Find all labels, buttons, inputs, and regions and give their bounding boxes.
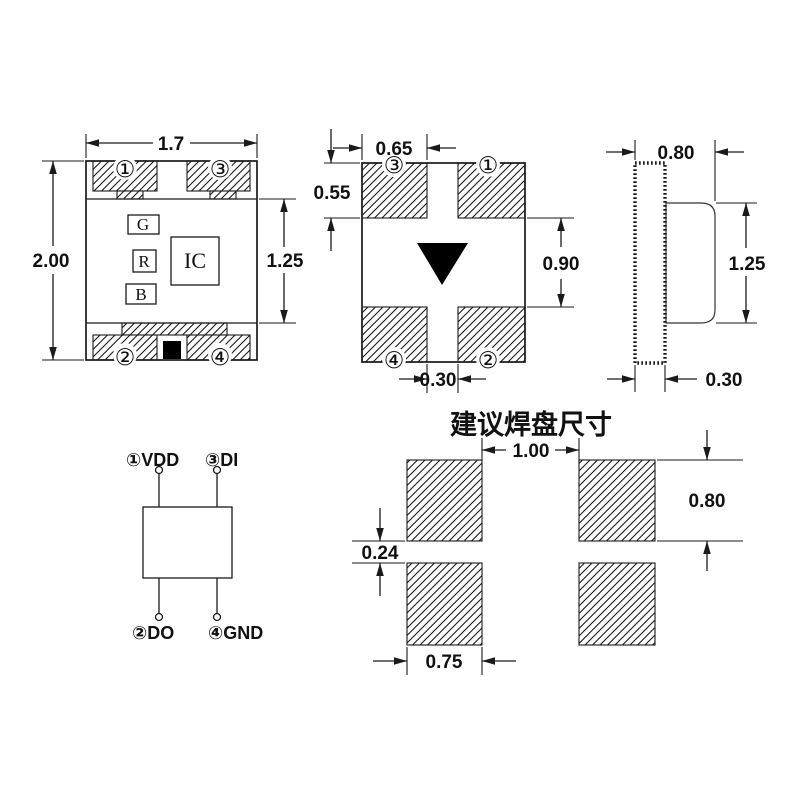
land-pad-tl <box>406 459 483 542</box>
dim-label: 0.80 <box>658 143 695 164</box>
die-blue <box>125 283 157 305</box>
dim-lens-height: 1.25 <box>716 202 766 324</box>
dim-pad-gap-vertical: 0.24 <box>352 508 405 596</box>
terminal <box>154 612 164 622</box>
notch <box>382 347 406 371</box>
die-ic <box>170 236 220 286</box>
pin-label-di: ③DI <box>205 450 238 470</box>
dim-label: 0.30 <box>420 370 457 391</box>
dim-label: 2.00 <box>33 251 70 272</box>
top-view-bottom-band <box>121 322 228 336</box>
bottom-view: ③ ① ④ ② 0.65 0.55 0.90 <box>314 129 580 393</box>
land-pad-br <box>578 562 656 646</box>
pinout-body <box>142 506 233 579</box>
dim-label: 0.65 <box>376 139 413 160</box>
pin-number-3: ③ <box>210 157 231 183</box>
die-green <box>127 214 160 235</box>
pin-number-2: ② <box>115 345 136 371</box>
dim-pad-gap-horizontal: 1.00 <box>481 438 580 462</box>
dim-label: 1.25 <box>729 254 766 275</box>
dim-label: 0.80 <box>689 491 726 512</box>
dim-land-pad-width: 0.75 <box>373 647 516 675</box>
dim-label: 0.30 <box>706 370 743 391</box>
dim-body-height: 1.25 <box>259 198 304 324</box>
dim-total-thickness: 0.80 <box>606 140 744 201</box>
dim-label: 0.55 <box>314 183 351 204</box>
die-red-label: R <box>138 252 150 271</box>
terminal <box>212 465 222 475</box>
notch <box>208 343 232 367</box>
dim-label: 1.25 <box>267 251 304 272</box>
top-view-pad1-tab <box>116 190 144 200</box>
pin-number-1: ① <box>115 157 136 183</box>
recommended-pad-layout: 建议焊盘尺寸 1.00 0.80 0.24 <box>352 409 743 675</box>
dim-pad-width: 0.65 <box>333 134 456 160</box>
terminal <box>212 612 222 622</box>
die-ic-label: IC <box>184 248 206 273</box>
land-pad-bl <box>406 562 483 646</box>
dim-overall-height: 2.00 <box>33 160 84 361</box>
dim-label: 0.90 <box>543 254 580 275</box>
land-pad-tr <box>578 459 656 542</box>
pin-number-1: ① <box>478 153 499 179</box>
notch <box>476 153 500 177</box>
dim-label: 1.7 <box>158 134 184 155</box>
pad-layout-title: 建议焊盘尺寸 <box>450 409 612 440</box>
dim-base-thickness: 0.30 <box>607 365 742 392</box>
pin-label-gnd: ④GND <box>208 623 263 643</box>
pin-number-4: ④ <box>210 345 231 371</box>
pin-number-4: ④ <box>384 348 405 374</box>
top-view-outline <box>85 160 258 361</box>
side-view: 0.80 1.25 0.30 <box>606 140 766 392</box>
lens-body <box>665 202 716 324</box>
dim-label: 1.00 <box>513 441 550 462</box>
dim-center-gap-width: 0.30 <box>399 364 486 393</box>
dim-label: 0.75 <box>426 652 463 673</box>
dim-overall-width: 1.7 <box>85 134 258 158</box>
substrate-slab <box>633 161 667 365</box>
dim-center-gap-height: 0.90 <box>527 217 580 308</box>
die-green-label: G <box>137 215 149 234</box>
notch <box>113 156 137 180</box>
notch <box>382 153 406 177</box>
pin-number-2: ② <box>478 348 499 374</box>
terminal <box>154 465 164 475</box>
pin-label-do: ②DO <box>132 623 174 643</box>
notch <box>113 343 137 367</box>
top-view-pad3-tab <box>209 190 237 200</box>
pin-label-vdd: ①VDD <box>126 450 179 470</box>
orientation-triangle <box>417 243 468 285</box>
bottom-view-outline <box>361 162 526 363</box>
dim-land-pad-height: 0.80 <box>657 430 743 571</box>
die-red <box>132 249 157 273</box>
pin-number-3: ③ <box>384 153 405 179</box>
pinout-diagram: ①VDD ③DI ②DO ④GND <box>126 450 263 643</box>
polarity-mark <box>163 341 181 359</box>
notch <box>208 156 232 180</box>
notch <box>476 347 500 371</box>
die-blue-label: B <box>135 285 146 304</box>
dim-pad-height: 0.55 <box>314 129 360 251</box>
dim-label: 0.24 <box>362 543 399 564</box>
top-view: ① ③ ② ④ G R B IC 1.7 2.00 <box>33 134 304 371</box>
